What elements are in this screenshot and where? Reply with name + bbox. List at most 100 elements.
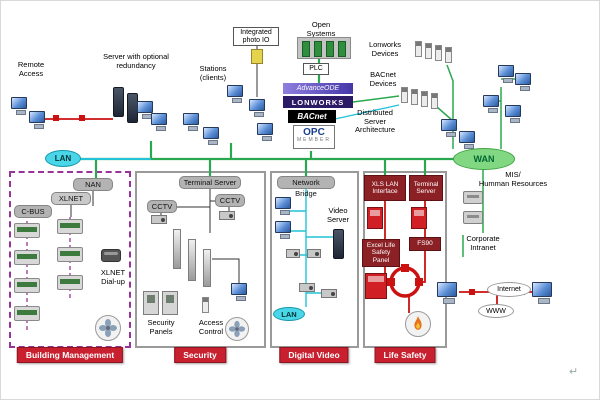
bacnet-device-icon [411,89,418,105]
pc-icon [203,127,219,145]
camera-icon [219,211,235,220]
xlnet-label: XLNET [51,192,91,205]
pc-icon [29,111,45,129]
opc-member-text: MEMBER [297,137,331,143]
life-safety-title: Life Safety [374,347,436,363]
fan-icon [95,315,121,341]
camera-icon [321,289,337,298]
distributed-server-label: Distributed Server Architecture [354,108,396,135]
pc-icon [183,113,199,131]
mis-line2: Humman Resources [478,178,548,188]
fire-panel-icon [411,207,427,229]
lonworks-device-icon [425,43,432,59]
lonworks-banner: LONWORKS [283,96,353,108]
pc-icon [505,105,521,123]
lonworks-device-icon [445,47,452,63]
controller-icon [57,275,83,290]
xlnet-dialup-label: XLNET Dial-up [100,268,126,286]
pc-icon [275,221,291,239]
return-mark: ↵ [569,366,579,378]
printer-icon [463,191,483,204]
www-oval: WWW [478,304,514,318]
mis-label: MIS/ Humman Resources [477,170,549,188]
pc-icon [151,113,167,131]
bacnet-device-icon [431,93,438,109]
digital-video-title: Digital Video [279,347,349,363]
pc-icon [275,197,291,215]
fire-panel-icon [365,273,387,299]
bacnet-devices-label: BACnet Devices [369,70,397,88]
camera-pole-icon [188,239,196,281]
bacnet-banner: BACnet [288,110,336,123]
printer-icon [463,211,483,224]
controller-icon [57,247,83,262]
plc-label: PLC [303,63,329,75]
nan-label: NAN [73,178,113,191]
stations-label: Stations (clients) [199,64,227,82]
video-module-icon [286,249,300,258]
bacnet-device-icon [421,91,428,107]
pc-icon [249,99,265,117]
advance-ode-banner: AdvanceODE [283,83,353,94]
pc-icon [441,119,457,137]
remote-access-label: Remote Access [17,60,45,78]
corporate-intranet-label: Corporate Intranet [466,234,500,252]
pc-icon [483,95,499,113]
wan-oval: WAN [453,148,515,170]
security-panels-label: Security Panels [147,318,175,336]
lan-oval: LAN [45,150,81,167]
video-server-tower-icon [333,229,344,259]
camera-pole-icon [173,229,181,269]
fan-icon [225,317,249,341]
opc-text: OPC [303,127,325,138]
pc-icon [515,73,531,91]
pc-icon [137,101,153,119]
pc-icon [437,282,457,304]
controller-icon [57,219,83,234]
security-panel-icon [143,291,159,315]
bacnet-device-icon [401,87,408,103]
io-device-icon [251,49,263,64]
cctv-left-label: CCTV [147,200,177,213]
pc-icon [257,123,273,141]
opc-logo: OPC MEMBER [293,125,335,149]
controller-icon [14,250,40,265]
pc-icon [231,283,247,301]
camera-icon [299,283,315,292]
lonworks-device-icon [415,41,422,57]
controller-icon [14,306,40,321]
fire-panel-icon [367,207,383,229]
xls-lan-interface-label: XLS LAN Interface [364,175,406,201]
fire-icon [405,311,431,337]
fs90-label: FS90 [409,237,441,251]
internet-oval: Internet [487,282,531,297]
lan-oval-digital-video: LAN [273,307,305,321]
cctv-right-label: CCTV [215,194,245,207]
access-control-label: Access Control [198,318,224,336]
mis-line1: MIS/ [505,170,521,179]
building-management-title: Building Management [16,347,124,363]
terminal-server-label: Terminal Server [179,176,241,189]
camera-icon [151,215,167,224]
server-label: Server with optional redundancy [103,52,169,70]
security-title: Security [174,347,226,363]
lonworks-device-icon [435,45,442,61]
card-reader-icon [202,297,209,313]
controller-icon [14,223,40,238]
network-bridge-label: Network Bridge [277,176,335,198]
open-systems-label: Open Systems [306,20,336,38]
terminal-server-ls-label: Terminal Server [409,175,443,201]
pc-icon [532,282,552,304]
security-panel-icon [162,291,178,315]
integrated-photo-io-label: Integrated photo IO [233,27,279,47]
pc-icon [11,97,27,115]
pc-icon [227,85,243,103]
controller-icon [14,278,40,293]
pc-icon [459,131,475,149]
camera-pole-icon [203,249,211,287]
modem-icon [101,249,121,262]
excel-life-safety-panel-label: Excel Life Safety Panel [362,239,400,267]
video-module-icon [307,249,321,258]
lonworks-devices-label: Lonworks Devices [368,40,402,58]
